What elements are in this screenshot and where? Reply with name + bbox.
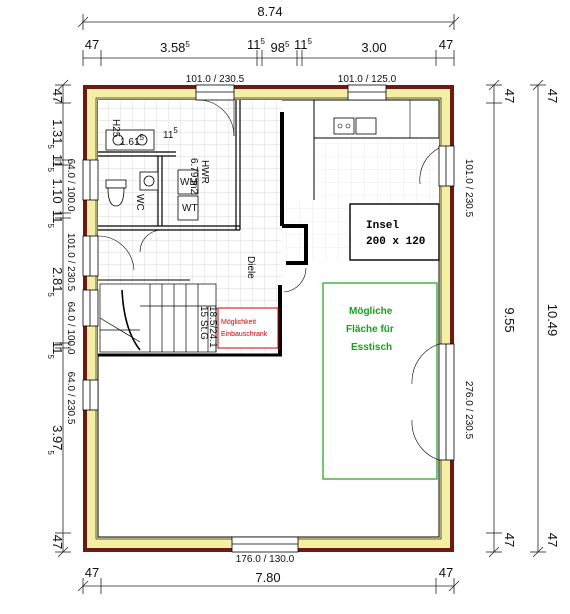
dimension-labels: 8.74 47 3.585 115 985 115 3.00 47 7.80 4… (46, 4, 560, 585)
inner-dim-1: 1.615 (120, 133, 144, 148)
dim-left-top: 47 (50, 89, 65, 103)
island-label: Insel (366, 220, 399, 232)
window-right-lower: 276.0 / 230.5 (463, 381, 474, 440)
dim-top-seg3: 115 (247, 37, 266, 52)
window-top-left: 101.0 / 230.5 (186, 74, 245, 85)
kitchen-counter (313, 99, 440, 200)
interior-walls (98, 100, 308, 357)
door-swings (97, 99, 440, 461)
window-top-right: 101.0 / 125.0 (338, 74, 397, 85)
window-right-upper: 101.0 / 230.5 (463, 159, 474, 218)
dim-left-f: 115 (46, 341, 65, 360)
builtin-cabinet: Möglichkeit Einbauschrank (217, 307, 279, 349)
room-hwr: HWR (199, 160, 210, 184)
dim-left-c: 1.10 (50, 178, 65, 203)
windows (82, 84, 455, 553)
window-left-4: 64.0 / 230.5 (65, 372, 76, 425)
dryer-label: WT (182, 203, 198, 214)
room-hwr-area: 6.79 m2 (188, 158, 199, 195)
dimension-lines (55, 14, 546, 594)
staircase (99, 283, 217, 353)
dim-right-bottom2: 47 (545, 533, 560, 547)
dim-left-d: 115 (46, 210, 65, 229)
dim-bottom-right: 47 (439, 565, 453, 580)
room-wc: WC (134, 194, 145, 211)
stair-ratio: 18.5/24.1 (207, 306, 218, 348)
dim-top-seg4: 985 (271, 40, 290, 55)
dim-bottom-total: 7.80 (255, 570, 280, 585)
dim-top-total: 8.74 (257, 4, 282, 19)
dim-right-bottom: 47 (502, 533, 517, 547)
stair-steps: 15 St.G (198, 306, 209, 340)
dining-note-3: Esstisch (351, 342, 392, 353)
h25-label: H25 (110, 119, 121, 138)
dim-top-seg2: 3.585 (160, 40, 190, 55)
window-left-2: 101.0 / 230.5 (65, 233, 76, 292)
dim-right-inner: 9.55 (502, 307, 517, 332)
dining-note-2: Fläche für (346, 324, 394, 335)
dim-top-seg7: 47 (439, 37, 453, 52)
kitchen-island: Insel 200 x 120 (349, 203, 440, 261)
window-labels: 101.0 / 230.5 101.0 / 125.0 176.0 / 130.… (65, 74, 474, 565)
window-left-3: 64.0 / 100.0 (65, 302, 76, 355)
island-size: 200 x 120 (366, 236, 425, 248)
dim-bottom-left: 47 (85, 565, 99, 580)
window-left-1: 64.0 / 100.0 (65, 159, 76, 212)
cabinet-note-1: Möglichkeit (221, 319, 256, 326)
room-diele: Diele (245, 256, 256, 279)
dining-area: Mögliche Fläche für Esstisch (322, 282, 438, 480)
dim-right-top: 47 (502, 89, 517, 103)
dim-left-a: 1.315 (46, 119, 65, 149)
dim-left-e: 2.815 (46, 267, 65, 297)
dim-top-seg1: 47 (85, 37, 99, 52)
inner-dim-2: 115 (163, 126, 178, 141)
dim-right-top2: 47 (545, 89, 560, 103)
dim-left-b: 115 (46, 154, 65, 173)
wc-fixtures (105, 129, 159, 207)
dim-left-g: 3.975 (46, 425, 65, 455)
washer-label: WM (180, 177, 198, 188)
dim-top-seg5: 115 (294, 37, 313, 52)
cabinet-note-2: Einbauschrank (221, 331, 268, 338)
window-bottom: 176.0 / 130.0 (236, 554, 295, 565)
dining-note-1: Mögliche (349, 306, 393, 317)
laundry-fixtures (177, 169, 199, 221)
dim-top-seg6: 3.00 (361, 40, 386, 55)
dim-left-bottom: 47 (50, 535, 65, 549)
dim-right-total: 10.49 (545, 304, 560, 337)
